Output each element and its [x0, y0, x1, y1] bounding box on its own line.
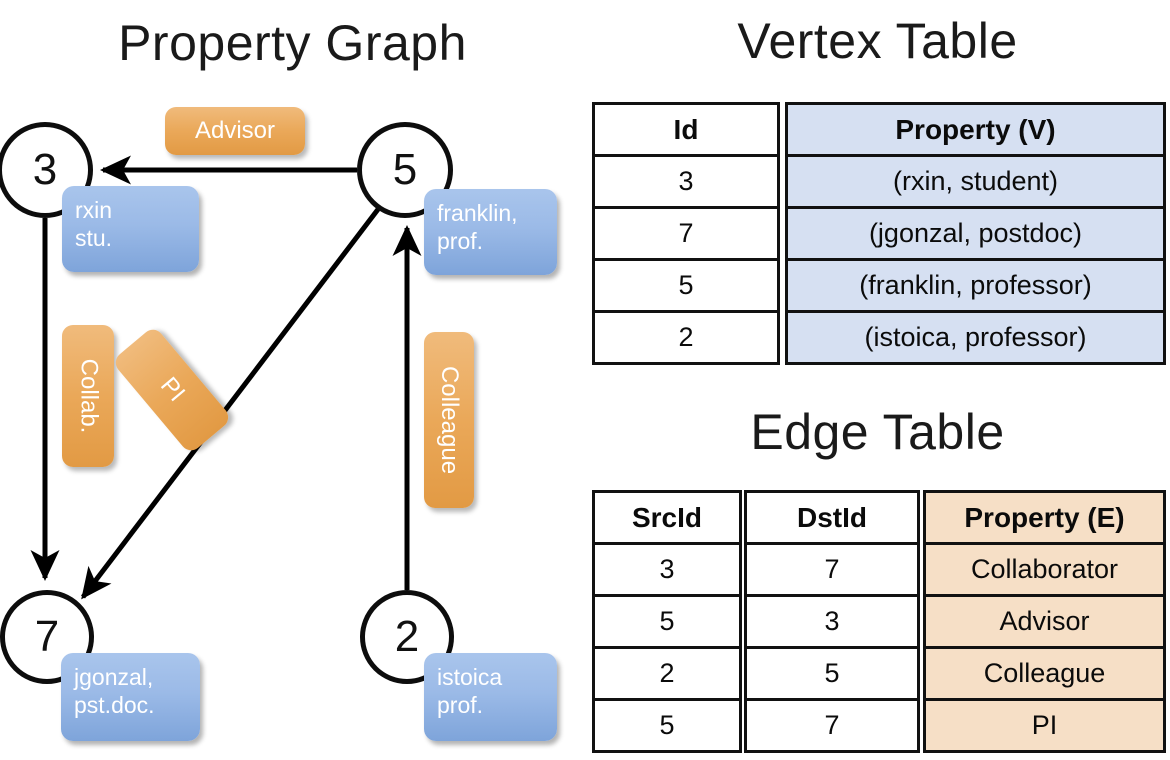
edge-cell-srcid: 5 [592, 698, 742, 753]
table-row: 5 [744, 646, 920, 701]
property-graph-panel: Property Graph 3 5 7 2 [0, 15, 557, 741]
vertex-table-property-column: Property (V) (rxin, student) (jgonzal, p… [785, 102, 1166, 365]
page-title-property-graph: Property Graph [118, 15, 467, 71]
page-title-edge-table: Edge Table [750, 404, 1005, 460]
table-row: PI [923, 698, 1166, 753]
table-header-row: Property (V) [785, 102, 1166, 157]
table-row: 3 [744, 594, 920, 649]
table-row: 2 [592, 646, 742, 701]
edge-table-srcid-column: SrcId 3 5 2 5 [592, 490, 742, 753]
graph-node-3-label: 3 [32, 145, 58, 194]
table-row: (istoica, professor) [785, 310, 1166, 365]
table-row: (franklin, professor) [785, 258, 1166, 313]
table-header-row: Property (E) [923, 490, 1166, 545]
edge-cell-dstid: 5 [744, 646, 920, 701]
edge-header-srcid: SrcId [592, 490, 742, 545]
table-row: 3 [592, 154, 780, 209]
table-row: 5 [592, 698, 742, 753]
vertex-cell-id: 3 [592, 154, 780, 209]
edge-table-dstid-column: DstId 7 3 5 7 [744, 490, 920, 753]
edge-cell-property: Advisor [923, 594, 1166, 649]
edge-label-colleague-text: Colleague [436, 365, 463, 475]
bubble-line-2: stu. [75, 225, 113, 252]
graph-node-2[interactable]: 2 [360, 590, 454, 684]
bubble-line-2: pst.doc. [74, 692, 155, 719]
vertex-property-bubble-rxin[interactable]: rxin stu. [62, 186, 199, 272]
vertex-header-id: Id [592, 102, 780, 157]
vertex-cell-id: 5 [592, 258, 780, 313]
vertex-cell-property: (istoica, professor) [785, 310, 1166, 365]
edge-label-pi-text: PI [154, 372, 191, 408]
vertex-property-bubble-franklin[interactable]: franklin, prof. [424, 189, 557, 275]
bubble-line-1: istoica [437, 664, 503, 690]
table-row: 5 [592, 258, 780, 313]
page-title-vertex-table: Vertex Table [737, 13, 1018, 69]
edge-label-collab[interactable]: Collab. [62, 325, 114, 467]
vertex-cell-id: 7 [592, 206, 780, 261]
edge-table-property-column: Property (E) Collaborator Advisor Collea… [923, 490, 1166, 753]
table-row: (jgonzal, postdoc) [785, 206, 1166, 261]
graph-node-5[interactable]: 5 [357, 122, 453, 218]
edge-label-collab-text: Collab. [75, 358, 102, 434]
edge-cell-dstid: 3 [744, 594, 920, 649]
edge-label-colleague[interactable]: Colleague [424, 332, 474, 508]
bubble-line-2: prof. [437, 692, 484, 719]
vertex-cell-property: (rxin, student) [785, 154, 1166, 209]
vertex-cell-property: (franklin, professor) [785, 258, 1166, 313]
table-row: 5 [592, 594, 742, 649]
table-row: (rxin, student) [785, 154, 1166, 209]
edge-cell-srcid: 5 [592, 594, 742, 649]
vertex-table-id-column: Id 3 7 5 2 [592, 102, 780, 365]
edge-cell-srcid: 2 [592, 646, 742, 701]
graph-node-2-label: 2 [394, 612, 420, 661]
edge-cell-dstid: 7 [744, 542, 920, 597]
table-header-row: Id [592, 102, 780, 157]
table-header-row: DstId [744, 490, 920, 545]
edge-label-advisor[interactable]: Advisor [165, 107, 305, 155]
vertex-property-bubble-istoica[interactable]: istoica prof. [424, 653, 557, 741]
table-row: 7 [744, 542, 920, 597]
edge-label-advisor-text: Advisor [194, 117, 276, 144]
table-header-row: SrcId [592, 490, 742, 545]
table-row: Advisor [923, 594, 1166, 649]
graph-node-7-label: 7 [34, 612, 60, 661]
edge-cell-srcid: 3 [592, 542, 742, 597]
bubble-line-1: franklin, [437, 200, 518, 226]
graph-edges-svg [30, 155, 422, 600]
edge-cell-property: PI [923, 698, 1166, 753]
bubble-line-1: rxin [75, 197, 113, 223]
edge-header-property: Property (E) [923, 490, 1166, 545]
graph-node-5-label: 5 [392, 145, 418, 194]
table-row: 2 [592, 310, 780, 365]
edge-cell-property: Collaborator [923, 542, 1166, 597]
table-row: 3 [592, 542, 742, 597]
bubble-line-2: prof. [437, 228, 484, 255]
table-row: Colleague [923, 646, 1166, 701]
edge-cell-property: Colleague [923, 646, 1166, 701]
edge-cell-dstid: 7 [744, 698, 920, 753]
vertex-property-bubble-jgonzal[interactable]: jgonzal, pst.doc. [61, 653, 200, 741]
edge-header-dstid: DstId [744, 490, 920, 545]
table-row: Collaborator [923, 542, 1166, 597]
vertex-header-property: Property (V) [785, 102, 1166, 157]
edge-arrow-5-to-7 [81, 206, 381, 600]
vertex-cell-property: (jgonzal, postdoc) [785, 206, 1166, 261]
bubble-line-1: jgonzal, [74, 664, 154, 690]
table-row: 7 [592, 206, 780, 261]
vertex-cell-id: 2 [592, 310, 780, 365]
table-row: 7 [744, 698, 920, 753]
